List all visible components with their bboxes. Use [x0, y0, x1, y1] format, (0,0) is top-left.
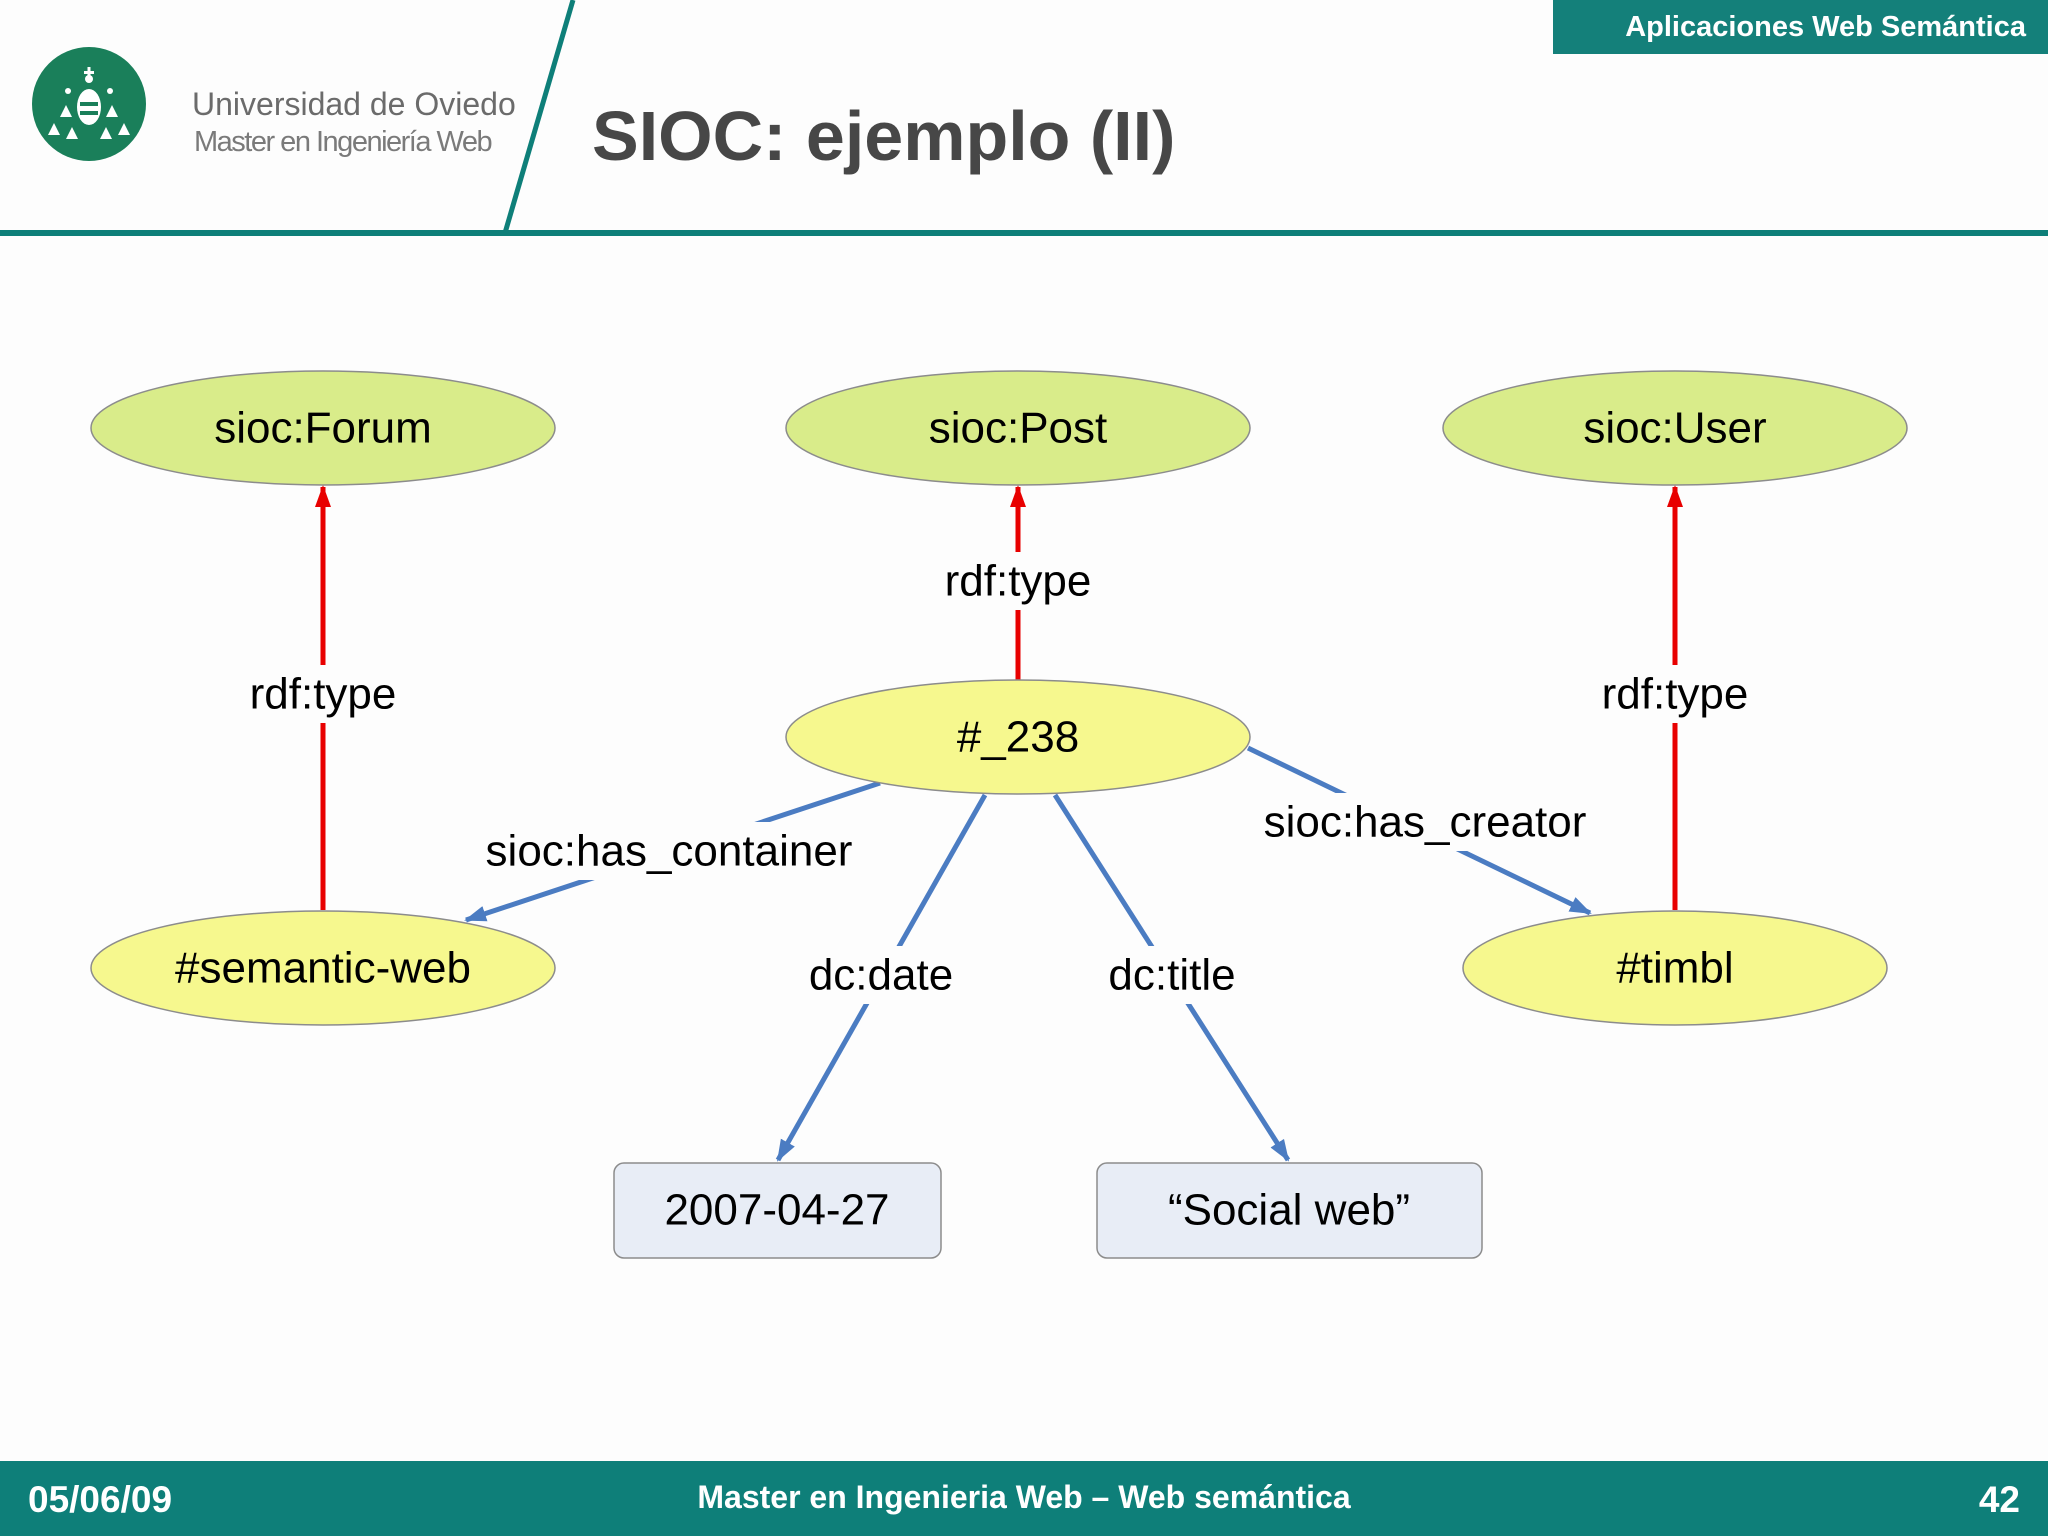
slide-title: SIOC: ejemplo (II)	[592, 97, 1176, 175]
literal-title-box	[1096, 1162, 1483, 1259]
edge-label-type-post: rdf:type	[945, 557, 1092, 606]
node-timbl	[1462, 910, 1888, 1026]
label-sioc-user: sioc:User	[1583, 404, 1766, 453]
course-tag: Aplicaciones Web Semántica	[1553, 0, 2048, 54]
footer-date: 05/06/09	[28, 1479, 173, 1520]
node-semantic-web	[90, 910, 556, 1026]
label-sioc-forum: sioc:Forum	[214, 404, 432, 453]
node-238	[785, 679, 1251, 795]
label-semantic-web: #semantic-web	[175, 944, 471, 993]
edge-label-type-user: rdf:type	[1602, 670, 1749, 719]
edge-label-type-forum: rdf:type	[250, 670, 397, 719]
node-sioc-user	[1442, 370, 1908, 486]
label-sioc-post: sioc:Post	[929, 404, 1108, 453]
edge-label-title: dc:title	[1108, 951, 1235, 1000]
label-timbl: #timbl	[1616, 944, 1733, 993]
university-name: Universidad de Oviedo	[192, 86, 516, 122]
footer-bar: 05/06/09 Master en Ingenieria Web – Web …	[0, 1461, 2048, 1536]
footer-course: Master en Ingenieria Web – Web semántica	[697, 1479, 1351, 1515]
label-date-value: 2007-04-27	[664, 1186, 889, 1235]
node-sioc-post	[785, 370, 1251, 486]
label-title-value: “Social web”	[1168, 1186, 1410, 1235]
edge-label-date: dc:date	[809, 951, 953, 1000]
label-238: #_238	[957, 713, 1079, 762]
edge-label-has-container: sioc:has_container	[486, 827, 853, 876]
literal-date-box	[613, 1162, 942, 1259]
header-decoration	[0, 0, 2048, 236]
university-logo	[32, 47, 146, 161]
edge-label-has-creator: sioc:has_creator	[1264, 798, 1587, 847]
node-sioc-forum	[90, 370, 556, 486]
program-name: Master en Ingeniería Web	[194, 126, 493, 158]
page-number: 42	[1978, 1479, 2020, 1520]
